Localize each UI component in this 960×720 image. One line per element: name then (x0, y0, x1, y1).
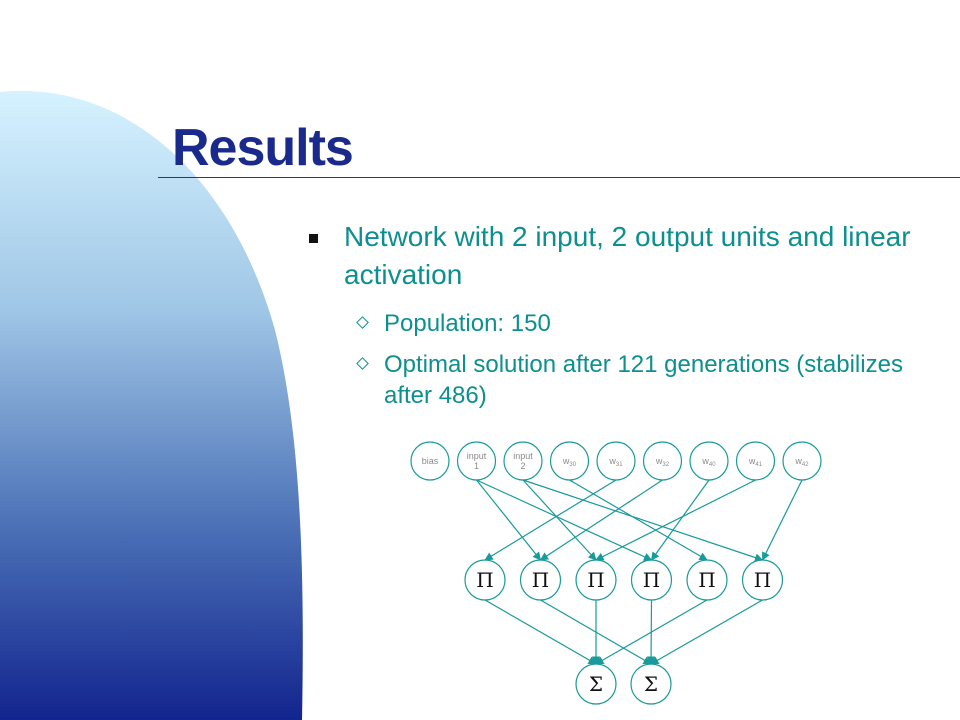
edge-w32-p2 (539, 479, 663, 561)
gradient-side-panel (0, 90, 303, 720)
node-label: w42 (794, 456, 809, 468)
node-circle (464, 559, 506, 601)
edge-w42-p6 (761, 479, 803, 561)
sum-node-s2: Σ (630, 663, 672, 705)
bullet-list: Network with 2 input, 2 output units and… (306, 218, 946, 411)
product-node-p2: Π (519, 559, 562, 601)
node-circle (575, 559, 617, 601)
title-underline (158, 177, 960, 178)
node-circle (549, 441, 590, 481)
node-symbol: Π (587, 568, 604, 592)
node-circle (735, 441, 776, 481)
product-node-p6: Π (741, 559, 784, 601)
node-circle (410, 441, 450, 481)
node-circle (456, 441, 497, 481)
node-label: 2 (520, 461, 525, 471)
node-label: 1 (474, 461, 479, 471)
node-circle (596, 441, 636, 481)
node-w41: w41 (735, 441, 776, 481)
product-node-p3: Π (575, 559, 617, 601)
square-bullet-icon (309, 234, 318, 243)
node-label: w41 (748, 456, 763, 468)
node-symbol: Σ (589, 672, 603, 696)
node-symbol: Π (754, 568, 771, 592)
edge-p6-s2 (650, 599, 763, 665)
edge-input2-p3 (522, 479, 597, 561)
node-symbol: Π (643, 568, 660, 592)
node-label: input (513, 451, 533, 461)
edge-p5-s1 (595, 599, 708, 665)
bullet-population-text: Population: 150 (384, 310, 551, 337)
node-symbol: Σ (644, 672, 658, 696)
edge-p1-s1 (484, 599, 597, 665)
bullet-network: Network with 2 input, 2 output units and… (306, 218, 946, 294)
node-label: w30 (562, 456, 577, 468)
edge-input1-p4 (476, 479, 653, 561)
node-w32: w32 (642, 441, 683, 481)
node-label: bias (422, 456, 439, 466)
node-w40: w40 (689, 441, 729, 481)
node-circle (630, 663, 672, 705)
node-circle (630, 559, 673, 601)
node-circle (519, 559, 562, 601)
sum-node-s1: Σ (575, 663, 617, 705)
product-node-p1: Π (464, 559, 506, 601)
node-label: w40 (701, 456, 716, 468)
edge-w30-p5 (569, 479, 708, 561)
bullet-optimal-text: Optimal solution after 121 generations (… (384, 351, 903, 409)
edge-input2-p6 (522, 479, 764, 562)
bullet-population: Population: 150 (306, 308, 946, 339)
node-circle (689, 441, 729, 481)
node-circle (575, 663, 617, 705)
product-node-p5: Π (686, 559, 728, 601)
node-circle (782, 441, 822, 481)
node-circle (503, 441, 543, 481)
diagram-edges (476, 479, 803, 665)
edge-w41-p3 (595, 479, 756, 561)
bullet-network-text: Network with 2 input, 2 output units and… (344, 221, 911, 290)
node-label: input (467, 451, 487, 461)
edge-input1-p2 (476, 479, 542, 561)
edge-w40-p4 (651, 479, 710, 561)
node-label: w31 (608, 456, 623, 468)
node-symbol: Π (476, 568, 493, 592)
node-circle (642, 441, 683, 481)
node-circle (686, 559, 728, 601)
node-symbol: Π (532, 568, 549, 592)
node-w31: w31 (596, 441, 636, 481)
node-w42: w42 (782, 441, 822, 481)
edge-w31-p1 (484, 479, 617, 561)
node-circle (741, 559, 784, 601)
node-w30: w30 (549, 441, 590, 481)
node-symbol: Π (698, 568, 715, 592)
node-bias: bias (410, 441, 450, 481)
slide-title: Results (172, 119, 354, 177)
product-node-p4: Π (630, 559, 673, 601)
node-label: w32 (655, 456, 670, 468)
bullet-optimal: Optimal solution after 121 generations (… (306, 349, 946, 411)
